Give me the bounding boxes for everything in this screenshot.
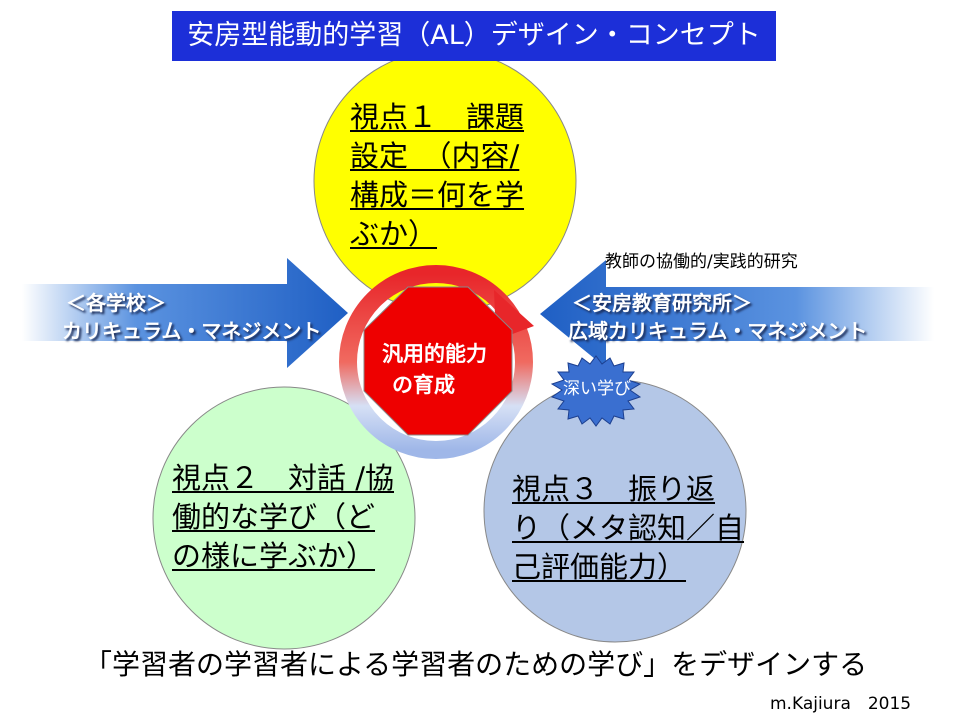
center-label: 汎用的能力 の育成 <box>382 342 487 397</box>
burst-label: 深い学び <box>563 379 631 399</box>
center-octagon <box>363 286 513 436</box>
viewpoint-2-circle <box>152 386 416 650</box>
bottom-slogan: 「学習者の学習者による学習者のための学び」をデザインする <box>84 648 868 681</box>
viewpoint-3-text: 視点３ 振り返 り（メタ認知／自 己評価能力） <box>512 472 745 585</box>
cycle-ring <box>339 265 533 459</box>
page-title: 安房型能動的学習（AL）デザイン・コンセプト <box>172 11 776 61</box>
viewpoint-2-text: 視点２ 対話 /協 働的な学び（ど の様に学ぶか） <box>172 461 394 574</box>
research-label: 教師の協働的/実践的研究 <box>605 252 798 272</box>
left-arrow-label: ＜各学校＞ カリキュラム・マネジメント <box>62 291 322 343</box>
left-arrow <box>22 258 348 368</box>
credit: m.Kajiura 2015 <box>770 694 912 714</box>
right-arrow <box>540 260 934 368</box>
right-arrow-label: ＜安房教育研究所＞ 広域カリキュラム・マネジメント <box>568 291 868 343</box>
deep-learning-burst <box>550 355 642 427</box>
viewpoint-1-text: 視点１ 課題 設定 （内容/ 構成＝何を学 ぶか） <box>350 100 525 252</box>
